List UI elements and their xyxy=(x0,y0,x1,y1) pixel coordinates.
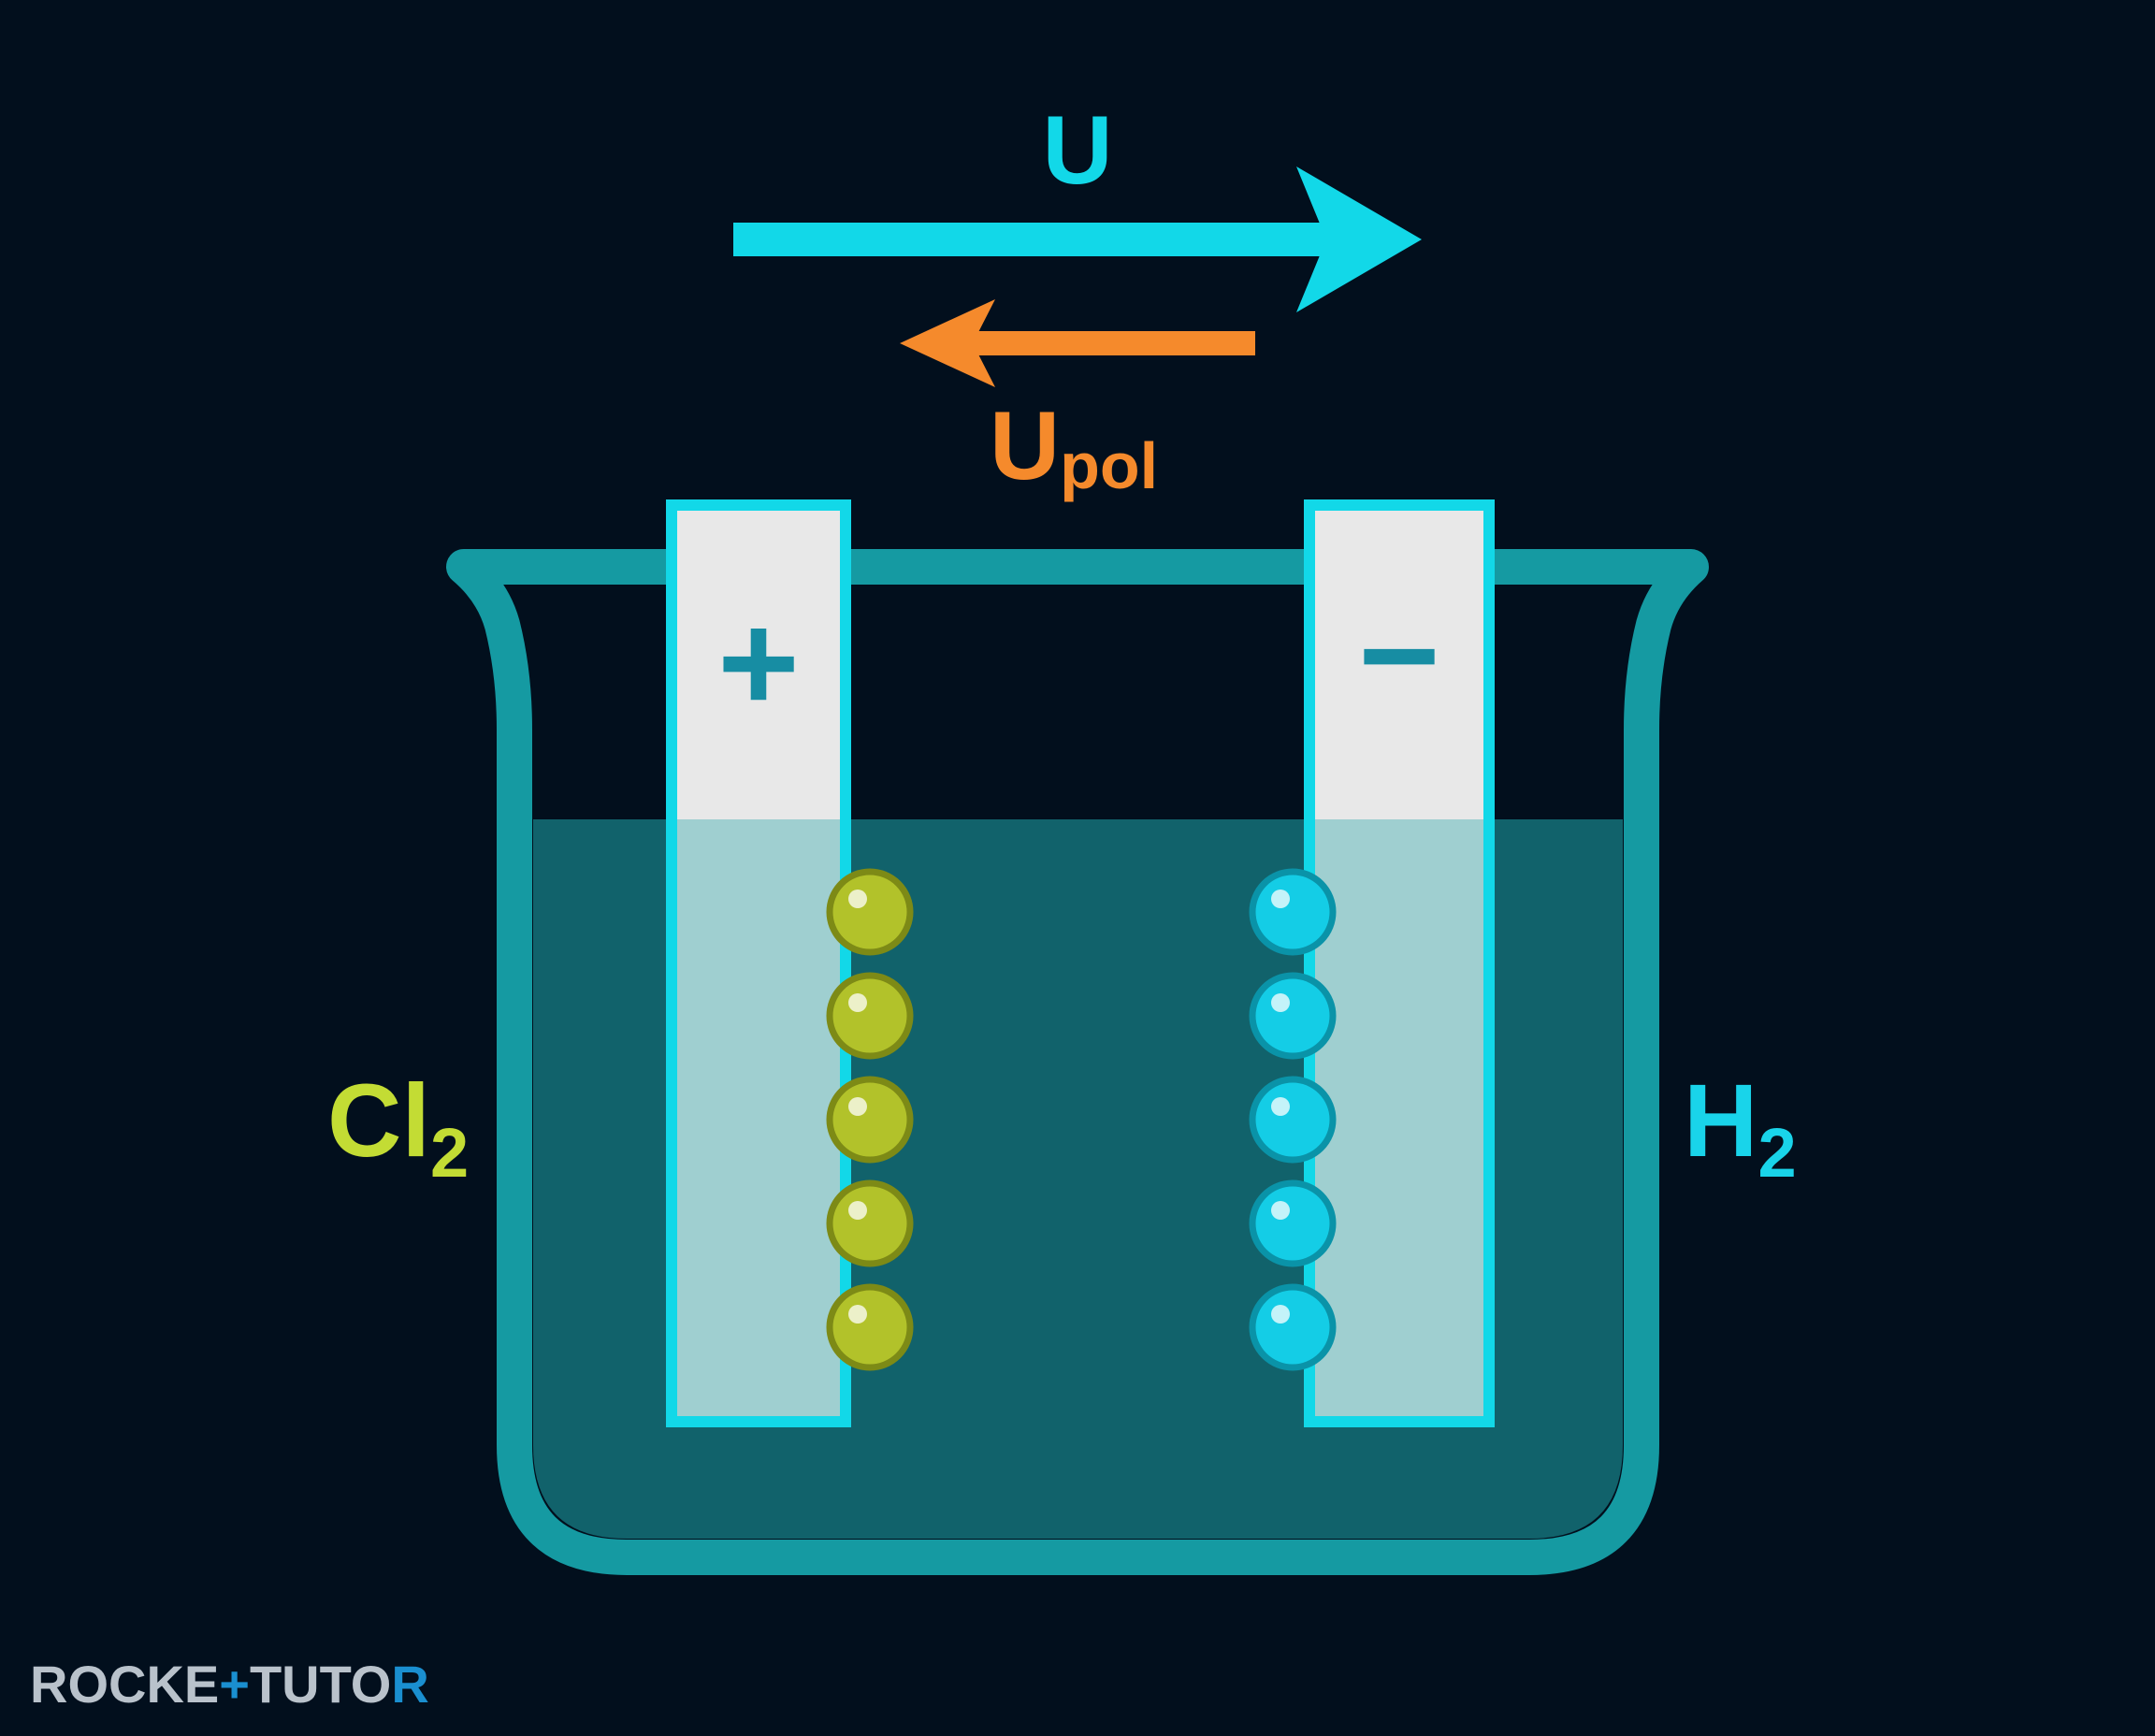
chlorine-bubble xyxy=(826,868,914,956)
cathode-electrode xyxy=(1304,499,1495,1427)
chlorine-bubble xyxy=(826,972,914,1060)
hydrogen-bubble xyxy=(1249,1179,1337,1267)
chlorine-label-main: Cl xyxy=(327,1063,430,1179)
chlorine-bubble xyxy=(826,1283,914,1371)
beaker xyxy=(446,549,1709,1575)
hydrogen-bubble xyxy=(1249,972,1337,1060)
polarization-arrow xyxy=(900,299,1255,387)
watermark-part1: ROCKE xyxy=(30,1655,219,1714)
voltage-label: U xyxy=(1042,96,1112,205)
watermark-cross: + xyxy=(219,1655,250,1714)
anode-sign: + xyxy=(717,584,800,741)
chlorine-bubbles xyxy=(826,868,914,1371)
voltage-arrow xyxy=(733,166,1422,312)
hydrogen-bubble xyxy=(1249,1076,1337,1164)
hydrogen-label: H2 xyxy=(1684,1063,1797,1192)
polarization-label-main: U xyxy=(990,392,1060,500)
anode-electrode xyxy=(666,499,851,1427)
chlorine-label-sub: 2 xyxy=(430,1114,469,1192)
chlorine-bubble xyxy=(826,1179,914,1267)
watermark: ROCKE+TUTOR xyxy=(30,1655,429,1714)
hydrogen-label-sub: 2 xyxy=(1757,1114,1796,1192)
hydrogen-label-main: H xyxy=(1684,1063,1757,1179)
hydrogen-bubble xyxy=(1249,1283,1337,1371)
chlorine-label: Cl2 xyxy=(327,1063,469,1192)
hydrogen-bubble xyxy=(1249,868,1337,956)
cathode-sign: − xyxy=(1358,576,1440,733)
polarization-label-sub: pol xyxy=(1060,429,1158,502)
chlorine-bubble xyxy=(826,1076,914,1164)
hydrogen-bubbles xyxy=(1249,868,1337,1371)
watermark-part2: TUTO xyxy=(250,1655,391,1714)
watermark-part3: R xyxy=(391,1655,428,1714)
polarization-label: Upol xyxy=(990,392,1158,502)
